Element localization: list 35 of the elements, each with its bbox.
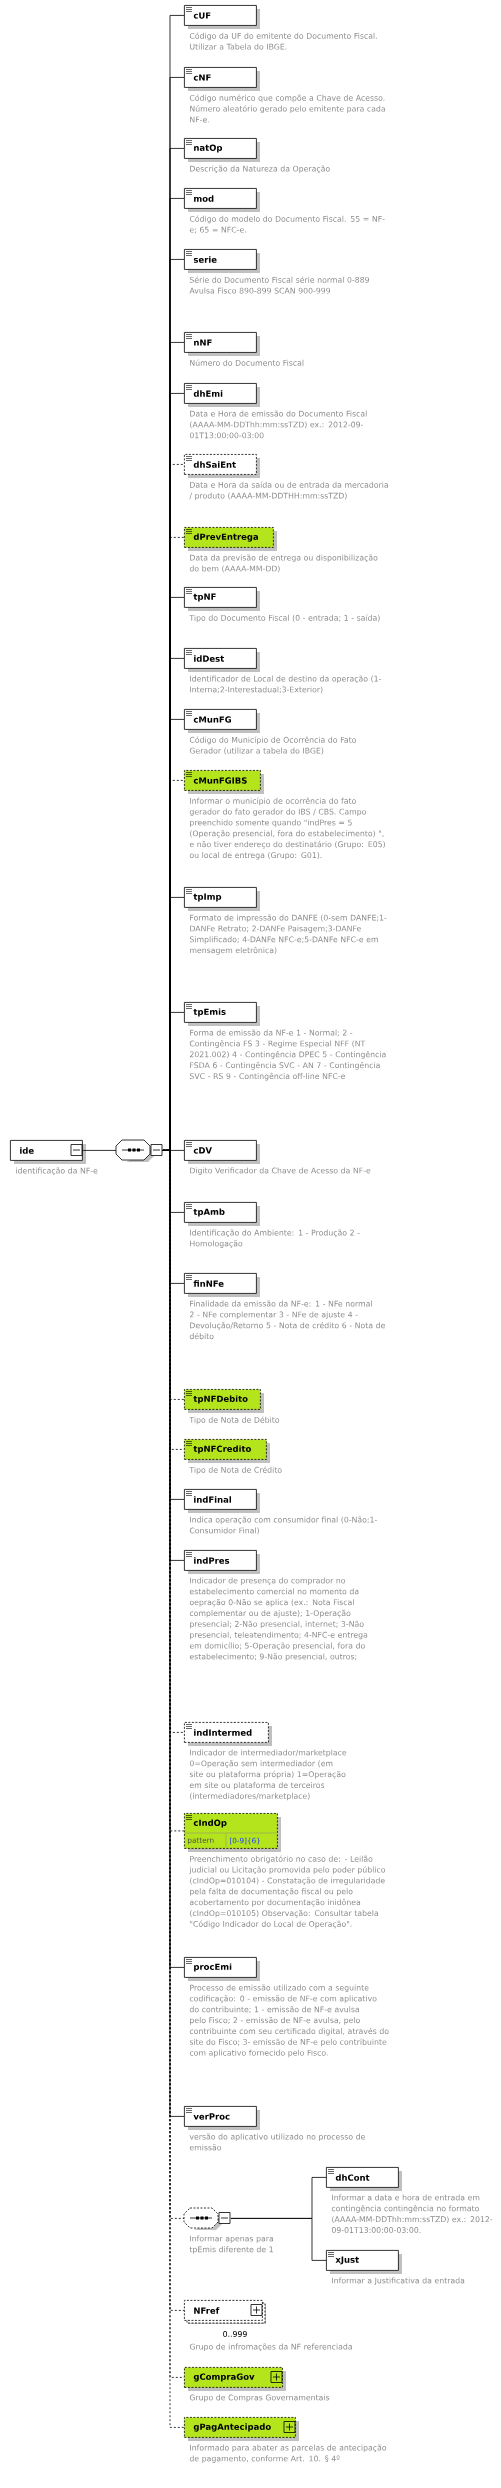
element-box: indIntermed	[184, 1722, 272, 1746]
element-box: idDest	[184, 648, 260, 672]
element-box: verProc	[184, 2106, 260, 2130]
element-box: dhEmi	[184, 383, 260, 407]
element-box: indFinal	[184, 1489, 260, 1513]
element-box: serie	[184, 249, 260, 274]
element-box: tpNFCredito	[184, 1439, 270, 1463]
element-box: gPagAntecipado	[184, 2417, 299, 2441]
element-box: tpImp	[184, 887, 260, 911]
element-box: cMunFGIBS	[184, 770, 264, 794]
element-box: dhCont	[326, 2167, 402, 2191]
element-box: tpEmis	[184, 1002, 260, 1026]
element-box: gCompraGov	[184, 2367, 286, 2391]
element-box: NFref	[184, 2300, 266, 2324]
element-box: natOp	[184, 138, 260, 163]
element-box: xJust	[326, 2250, 402, 2274]
element-box: tpNFDebito	[184, 1389, 264, 1413]
element-box: tpAmb	[184, 1202, 260, 1226]
element-box: cDV	[184, 1140, 260, 1164]
element-box: cNF	[184, 67, 260, 92]
sequence-symbol	[115, 1139, 163, 1162]
connector-line	[82, 1150, 117, 1151]
sequence-symbol	[183, 2207, 231, 2230]
element-box: dhSaiEnt	[184, 454, 260, 478]
element-box: mod	[184, 188, 260, 213]
element-box: tpNF	[184, 587, 260, 611]
element-box: ide	[10, 1140, 86, 1164]
element-box: finNFe	[184, 1273, 260, 1297]
element-box: cUF	[184, 5, 260, 30]
element-box: nNF	[184, 332, 260, 356]
element-box: cMunFG	[184, 709, 260, 733]
connector-line	[230, 2218, 327, 2261]
element-box: indPres	[184, 1550, 260, 1574]
element-box: dPrevEntrega	[184, 527, 277, 551]
element-box: procEmi	[184, 1957, 260, 1981]
